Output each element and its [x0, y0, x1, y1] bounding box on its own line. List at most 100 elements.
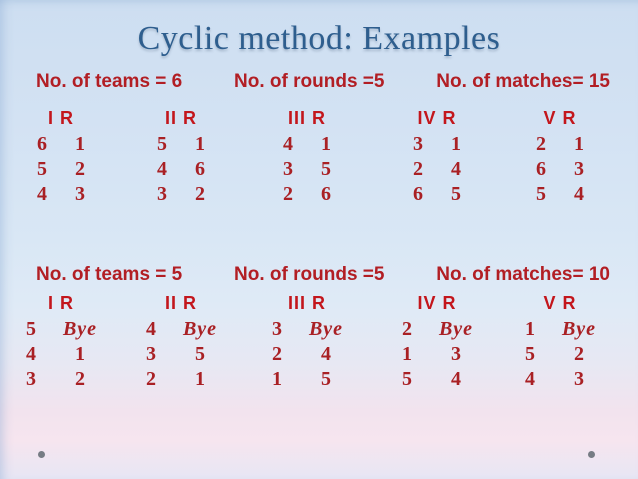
team-number: 5 — [402, 368, 412, 390]
info-line-teams-5: No. of teams = 5 No. of rounds =5 No. of… — [0, 264, 638, 286]
team-number: 5 — [536, 183, 546, 205]
team-number: 4 — [574, 183, 584, 205]
team-number: 1 — [574, 133, 584, 155]
team-number: 3 — [272, 318, 282, 340]
team-number: 4 — [525, 368, 535, 390]
round-header: I R — [47, 293, 74, 313]
team-number: 5 — [451, 183, 461, 205]
round-header: III R — [287, 293, 326, 313]
team-number: 6 — [536, 158, 546, 180]
team-number: 5 — [195, 343, 205, 365]
team-number: 2 — [574, 343, 584, 365]
team-number: 6 — [413, 183, 423, 205]
match-row: 1 Bye — [505, 317, 615, 342]
team-number: 2 — [75, 158, 85, 180]
team-number: 1 — [451, 133, 461, 155]
round-header: IV R — [417, 293, 457, 313]
team-number: 6 — [195, 158, 205, 180]
team-number: 3 — [574, 368, 584, 390]
team-number: 2 — [402, 318, 412, 340]
team-number: 3 — [451, 343, 461, 365]
team-number: 4 — [26, 343, 36, 365]
team-number: 4 — [451, 158, 461, 180]
round-header: III R — [287, 108, 326, 128]
team-number: 1 — [195, 133, 205, 155]
team-number: 5 — [321, 368, 331, 390]
team-number: 1 — [321, 133, 331, 155]
team-number: 6 — [37, 133, 47, 155]
team-number: 4 — [157, 158, 167, 180]
team-number: 1 — [75, 343, 85, 365]
team-number: 2 — [283, 183, 293, 205]
round-header: II R — [164, 293, 197, 313]
round-header: I R — [47, 108, 74, 128]
team-number: 3 — [146, 343, 156, 365]
team-number: 5 — [26, 318, 36, 340]
matches-count-label: No. of matches= 10 — [436, 264, 610, 285]
rounds-count-label: No. of rounds =5 — [234, 264, 385, 285]
bye-label: Bye — [438, 318, 474, 340]
team-number: 1 — [525, 318, 535, 340]
match-row: 5 Bye — [6, 317, 116, 342]
team-number: 2 — [272, 343, 282, 365]
team-number: 1 — [402, 343, 412, 365]
slide-title: Cyclic method: Examples — [137, 20, 501, 57]
team-number: 3 — [413, 133, 423, 155]
team-number: 4 — [146, 318, 156, 340]
team-number: 5 — [321, 158, 331, 180]
team-number: 3 — [75, 183, 85, 205]
team-number: 3 — [157, 183, 167, 205]
team-number: 1 — [272, 368, 282, 390]
decorative-dot-right — [588, 451, 595, 458]
info-line-teams-6: No. of teams = 6 No. of rounds =5 No. of… — [0, 71, 638, 93]
round-header: IV R — [417, 108, 457, 128]
team-number: 4 — [283, 133, 293, 155]
team-number: 3 — [26, 368, 36, 390]
matches-count-label: No. of matches= 15 — [436, 71, 610, 92]
teams-count-label: No. of teams = 6 — [36, 71, 183, 92]
team-number: 4 — [451, 368, 461, 390]
team-number: 5 — [157, 133, 167, 155]
team-number: 5 — [525, 343, 535, 365]
decorative-dot-left — [38, 451, 45, 458]
round-header: V R — [543, 293, 577, 313]
bye-label: Bye — [62, 318, 98, 340]
round-header: V R — [543, 108, 577, 128]
bye-label: Bye — [561, 318, 597, 340]
team-number: 2 — [536, 133, 546, 155]
